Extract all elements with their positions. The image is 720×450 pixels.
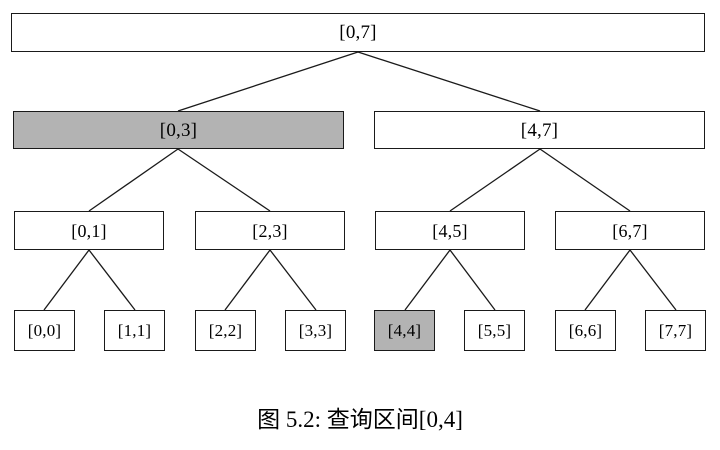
- tree-node-label: [6,7]: [612, 220, 648, 241]
- tree-edge: [584, 249, 631, 311]
- tree-edge: [224, 249, 271, 311]
- tree-edge: [43, 249, 90, 311]
- tree-node-4-7[interactable]: [4,7]: [374, 111, 705, 149]
- tree-edge: [269, 249, 317, 311]
- tree-edge: [88, 249, 136, 311]
- tree-edge: [539, 148, 631, 212]
- tree-edge: [88, 148, 179, 212]
- tree-node-6-6[interactable]: [6,6]: [555, 310, 616, 351]
- tree-node-label: [3,3]: [298, 321, 333, 340]
- tree-node-0-0[interactable]: [0,0]: [14, 310, 75, 351]
- tree-edge: [449, 249, 496, 311]
- tree-node-label: [4,4]: [387, 321, 422, 340]
- tree-edge: [177, 51, 359, 112]
- tree-node-label: [0,1]: [71, 220, 107, 241]
- tree-node-0-1[interactable]: [0,1]: [14, 211, 164, 250]
- tree-node-2-3[interactable]: [2,3]: [195, 211, 345, 250]
- tree-node-6-7[interactable]: [6,7]: [555, 211, 705, 250]
- tree-node-0-3[interactable]: [0,3]: [13, 111, 344, 149]
- tree-node-7-7[interactable]: [7,7]: [645, 310, 706, 351]
- tree-edge: [449, 148, 541, 212]
- tree-node-0-7[interactable]: [0,7]: [11, 13, 705, 52]
- tree-edge: [404, 249, 451, 311]
- tree-node-label: [0,0]: [27, 321, 62, 340]
- tree-node-4-4[interactable]: [4,4]: [374, 310, 435, 351]
- tree-node-label: [4,7]: [520, 119, 559, 141]
- tree-node-3-3[interactable]: [3,3]: [285, 310, 346, 351]
- tree-node-label: [1,1]: [117, 321, 152, 340]
- tree-node-2-2[interactable]: [2,2]: [195, 310, 256, 351]
- tree-node-label: [2,3]: [252, 220, 288, 241]
- tree-node-label: [7,7]: [658, 321, 693, 340]
- tree-node-label: [4,5]: [432, 220, 468, 241]
- tree-edge: [177, 148, 271, 212]
- tree-node-label: [2,2]: [208, 321, 243, 340]
- tree-node-label: [6,6]: [568, 321, 603, 340]
- tree-node-label: [0,3]: [159, 119, 198, 141]
- tree-node-label: [0,7]: [339, 22, 377, 43]
- tree-node-4-5[interactable]: [4,5]: [375, 211, 525, 250]
- figure-caption: 图 5.2: 查询区间[0,4]: [257, 407, 463, 432]
- tree-node-1-1[interactable]: [1,1]: [104, 310, 165, 351]
- tree-edge: [357, 51, 541, 112]
- tree-node-5-5[interactable]: [5,5]: [464, 310, 525, 351]
- tree-edge: [629, 249, 677, 311]
- tree-node-label: [5,5]: [477, 321, 512, 340]
